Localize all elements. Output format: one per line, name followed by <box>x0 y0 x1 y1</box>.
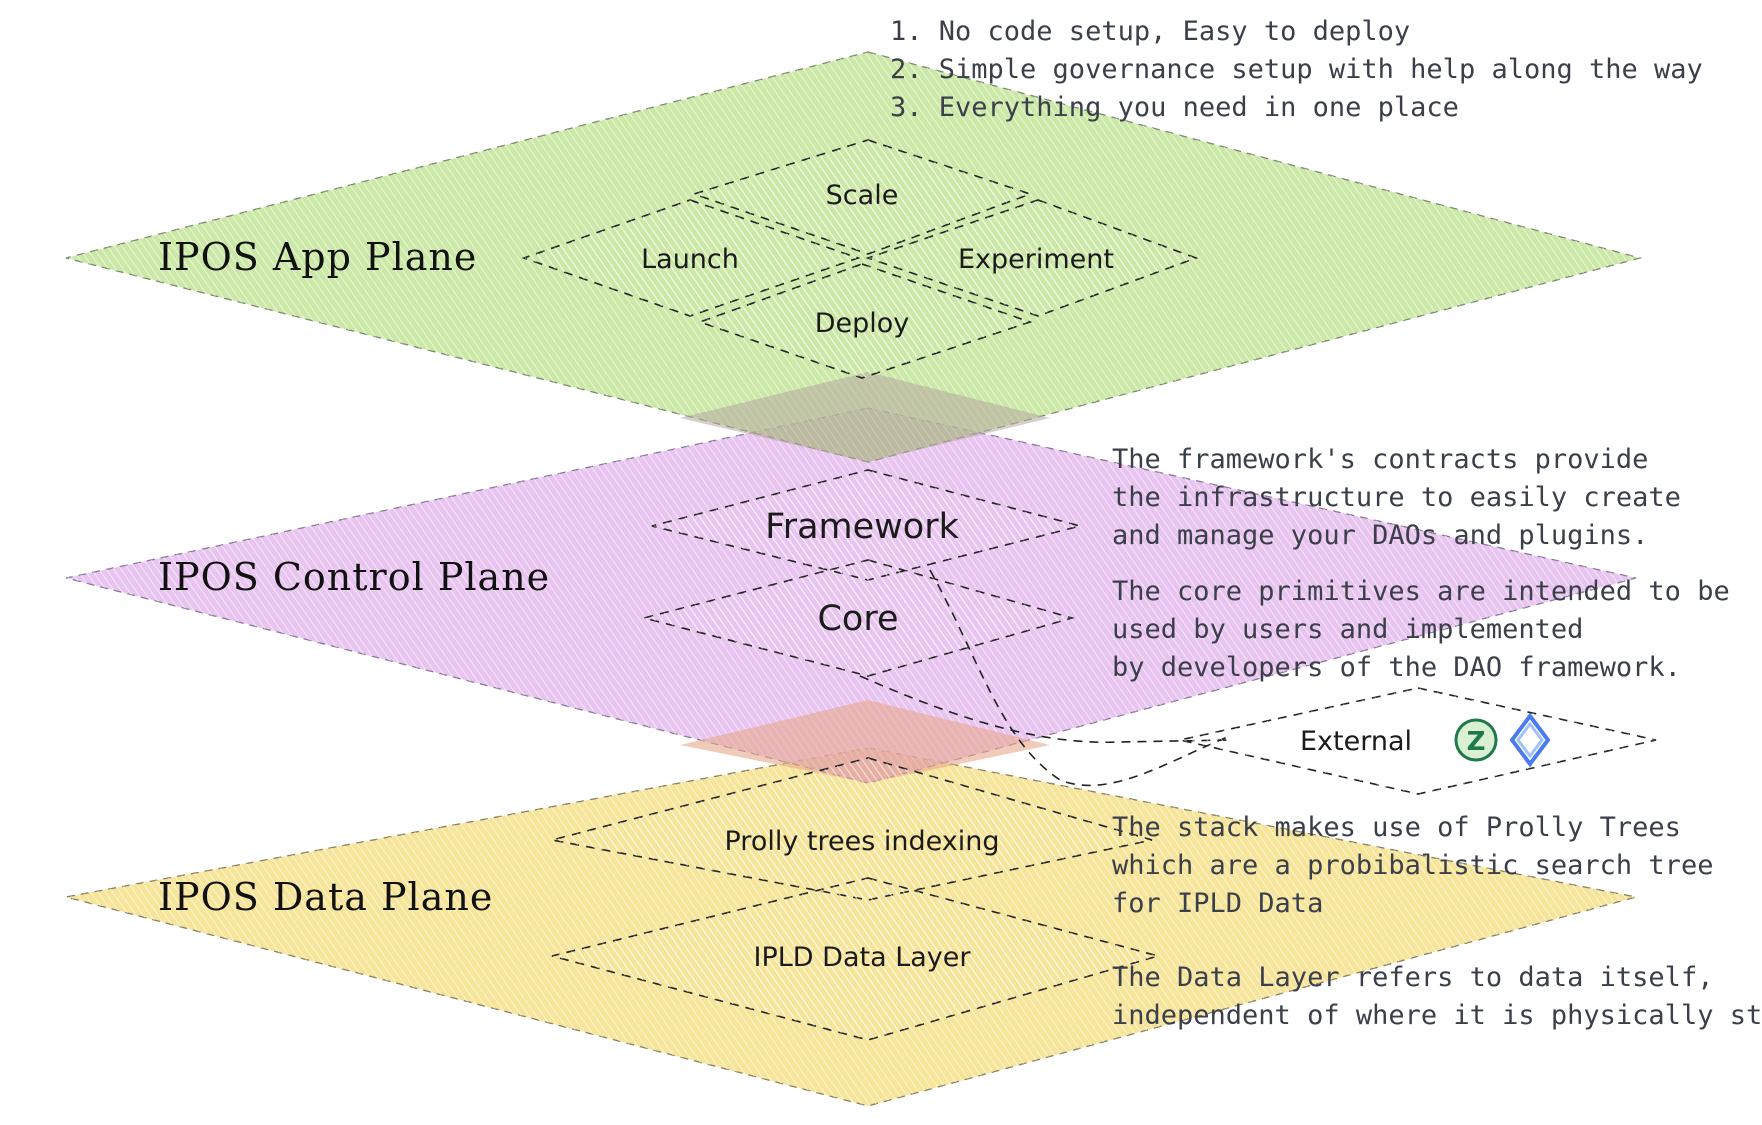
framework-note: The framework's contracts provide the in… <box>1112 444 1681 551</box>
ipld-data-layer-label: IPLD Data Layer <box>754 942 972 973</box>
framework-note-line: and manage your DAOs and plugins. <box>1112 520 1648 551</box>
ipld-note-line: The Data Layer refers to data itself, <box>1112 962 1713 993</box>
prolly-note-line: The stack makes use of Prolly Trees <box>1112 812 1681 843</box>
scale-label: Scale <box>826 180 899 211</box>
deploy-label: Deploy <box>815 308 910 339</box>
core-note-line: used by users and implemented <box>1112 614 1583 645</box>
data-nodes: Prolly trees indexing IPLD Data Layer <box>551 757 1161 1041</box>
external-node-group: External Z <box>1179 687 1657 795</box>
external-label: External <box>1300 726 1412 757</box>
prolly-note: The stack makes use of Prolly Trees whic… <box>1112 812 1713 919</box>
prolly-note-line: which are a probibalistic search tree <box>1112 850 1713 881</box>
app-plane-label: IPOS App Plane <box>158 235 477 279</box>
z-token-icon: Z <box>1454 718 1498 762</box>
ipld-data-layer-node[interactable] <box>551 877 1161 1041</box>
ipld-note-line: independent of where it is physically st… <box>1112 1000 1762 1031</box>
app-list-item: 2. Simple governance setup with help alo… <box>890 54 1703 85</box>
prolly-trees-label: Prolly trees indexing <box>725 826 1000 857</box>
core-label: Core <box>817 599 898 639</box>
core-note-line: by developers of the DAO framework. <box>1112 652 1681 683</box>
core-note-line: The core primitives are intended to be <box>1112 576 1730 607</box>
app-list-item: 1. No code setup, Easy to deploy <box>890 16 1410 47</box>
app-list-item: 3. Everything you need in one place <box>890 92 1459 123</box>
app-nodes: Scale Launch Experiment Deploy <box>521 139 1199 379</box>
framework-note-line: the infrastructure to easily create <box>1112 482 1681 513</box>
control-nodes: Framework Core <box>640 469 1084 677</box>
framework-external-connector <box>929 569 1231 787</box>
svg-text:Z: Z <box>1467 727 1486 757</box>
ethereum-diamond-icon <box>1509 712 1551 768</box>
control-plane-label: IPOS Control Plane <box>158 555 550 599</box>
control-data-overlap <box>680 700 1050 783</box>
core-note: The core primitives are intended to be u… <box>1112 576 1730 683</box>
ipld-note: The Data Layer refers to data itself, in… <box>1112 962 1762 1031</box>
experiment-label: Experiment <box>958 244 1114 275</box>
app-feature-list: 1. No code setup, Easy to deploy 2. Simp… <box>890 16 1703 123</box>
data-plane-label: IPOS Data Plane <box>158 875 493 919</box>
framework-label: Framework <box>765 507 959 547</box>
prolly-note-line: for IPLD Data <box>1112 888 1323 919</box>
framework-note-line: The framework's contracts provide <box>1112 444 1648 475</box>
launch-label: Launch <box>641 244 739 275</box>
app-control-overlap <box>680 372 1050 462</box>
